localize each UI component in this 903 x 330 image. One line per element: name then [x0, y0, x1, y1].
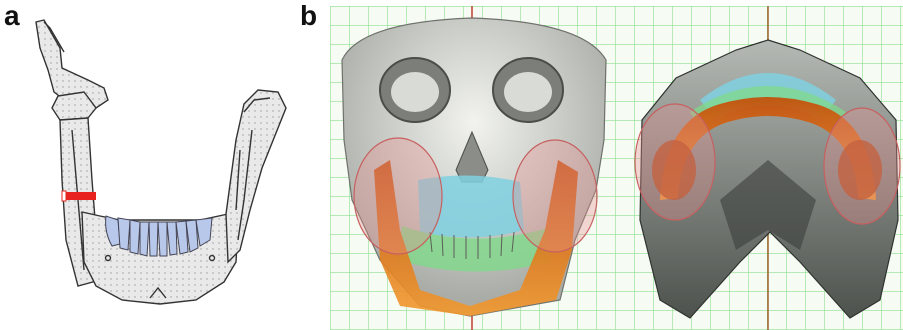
panel-a-mandible-drawing	[36, 20, 286, 304]
left-condyle-highlight	[354, 138, 442, 254]
fracture-marker	[62, 191, 96, 201]
right-axial-highlight	[824, 108, 900, 224]
right-ramus	[226, 90, 286, 262]
left-axial-highlight	[635, 104, 715, 220]
right-condyle-highlight	[513, 140, 597, 252]
